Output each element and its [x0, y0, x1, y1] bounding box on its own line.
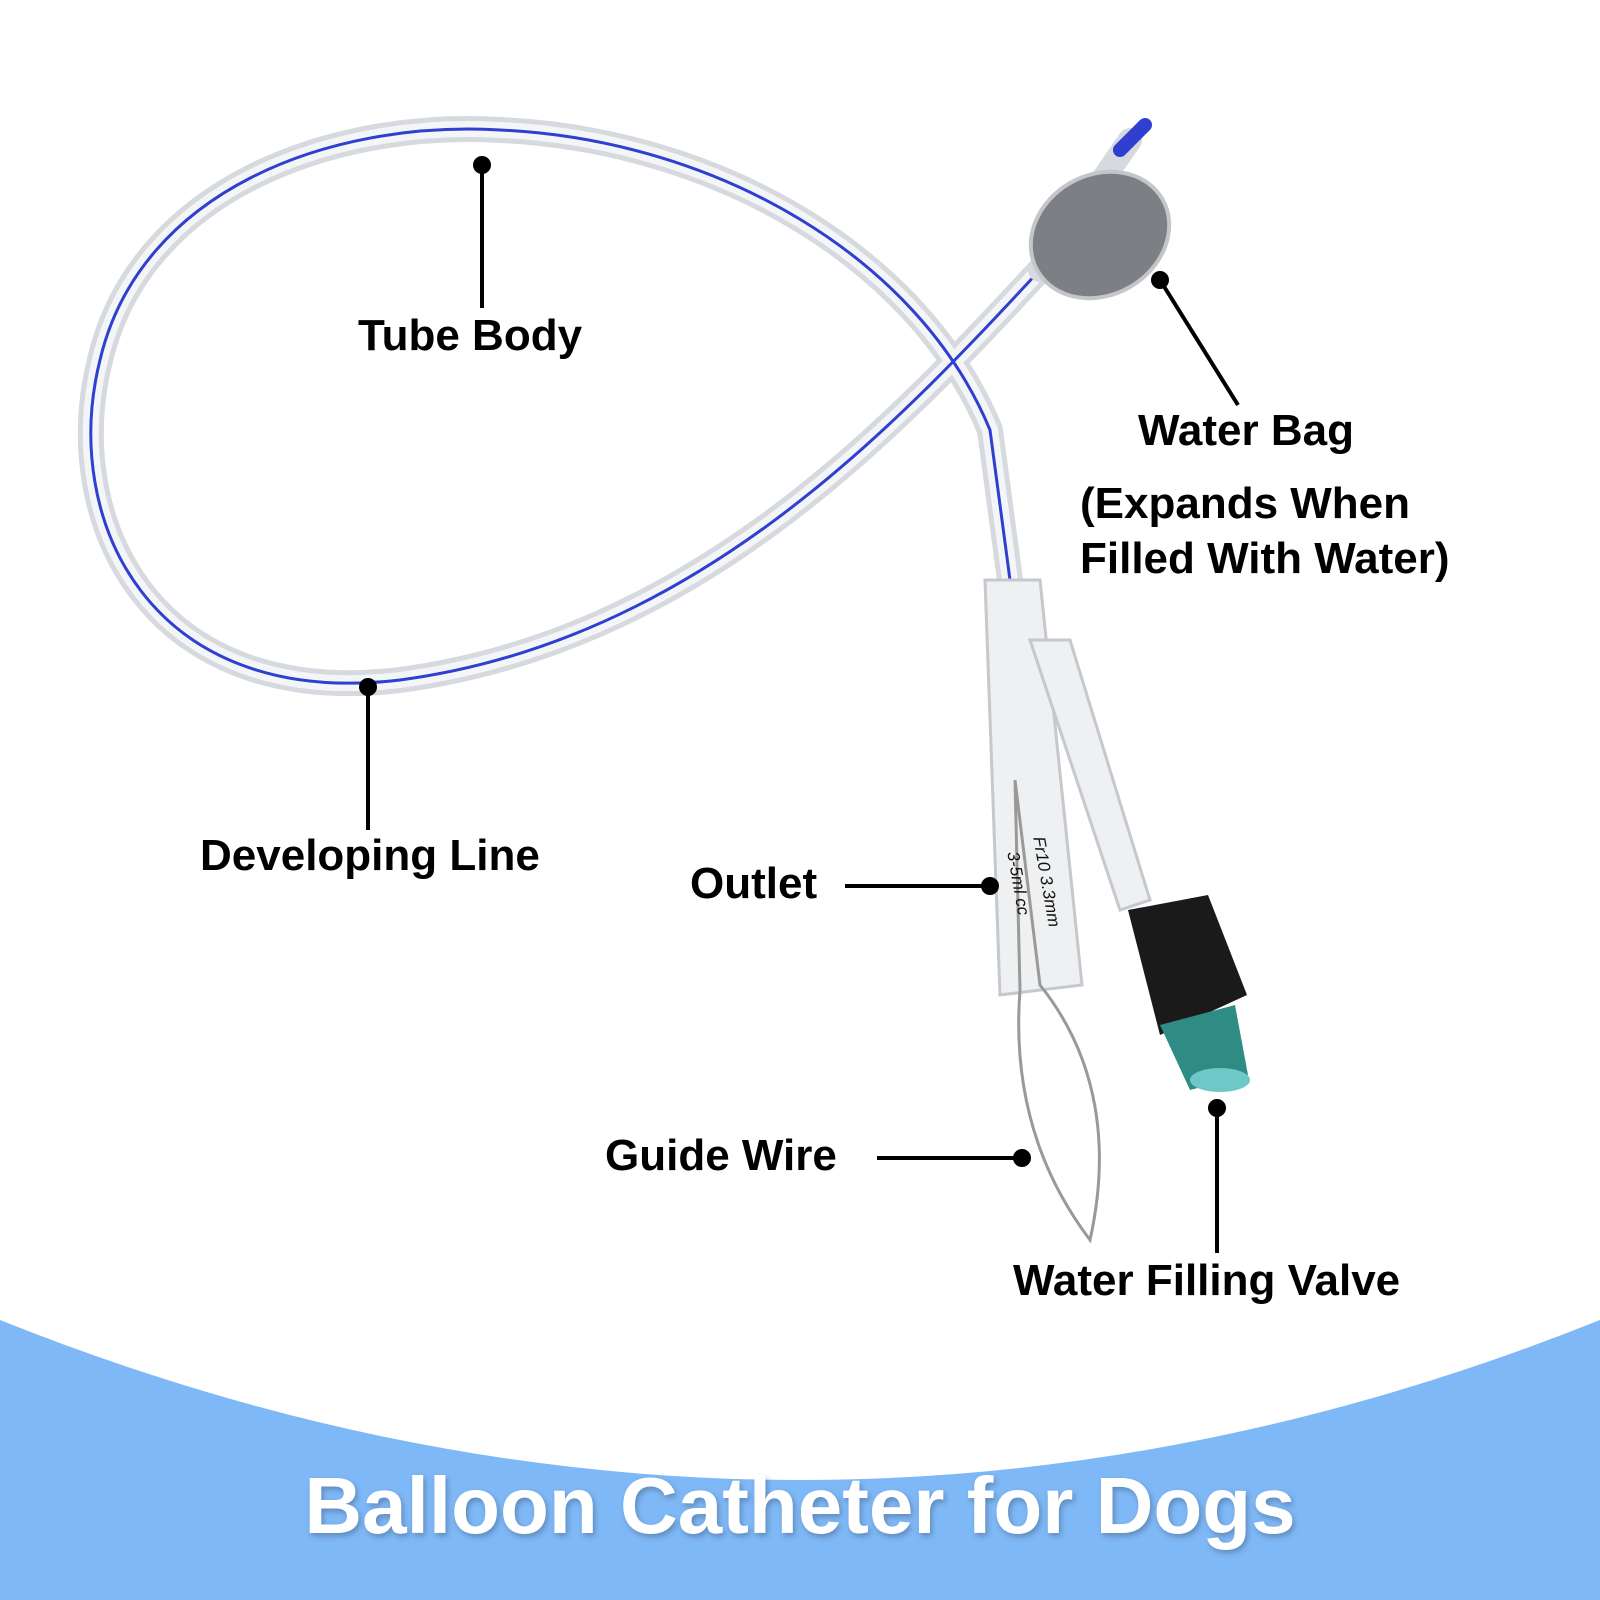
water-bag [1028, 169, 1172, 301]
label-developing-line: Developing Line [200, 831, 540, 880]
water-filling-valve [1128, 895, 1250, 1092]
label-water-bag-note-2: Filled With Water) [1080, 534, 1450, 583]
label-water-filling-valve: Water Filling Valve [1013, 1256, 1401, 1305]
banner-background [0, 1320, 1600, 1600]
guide-wire [1013, 779, 1101, 1244]
label-tube-body: Tube Body [358, 311, 583, 360]
developing-line [89, 127, 1042, 685]
label-water-bag: Water Bag [1138, 406, 1354, 455]
label-outlet: Outlet [690, 859, 818, 908]
label-guide-wire: Guide Wire [605, 1131, 837, 1180]
outlet-funnel [983, 578, 1152, 997]
callout-lines [359, 156, 1240, 1253]
banner-title: Balloon Catheter for Dogs [304, 1461, 1296, 1550]
label-water-bag-note-1: (Expands When [1080, 479, 1411, 528]
